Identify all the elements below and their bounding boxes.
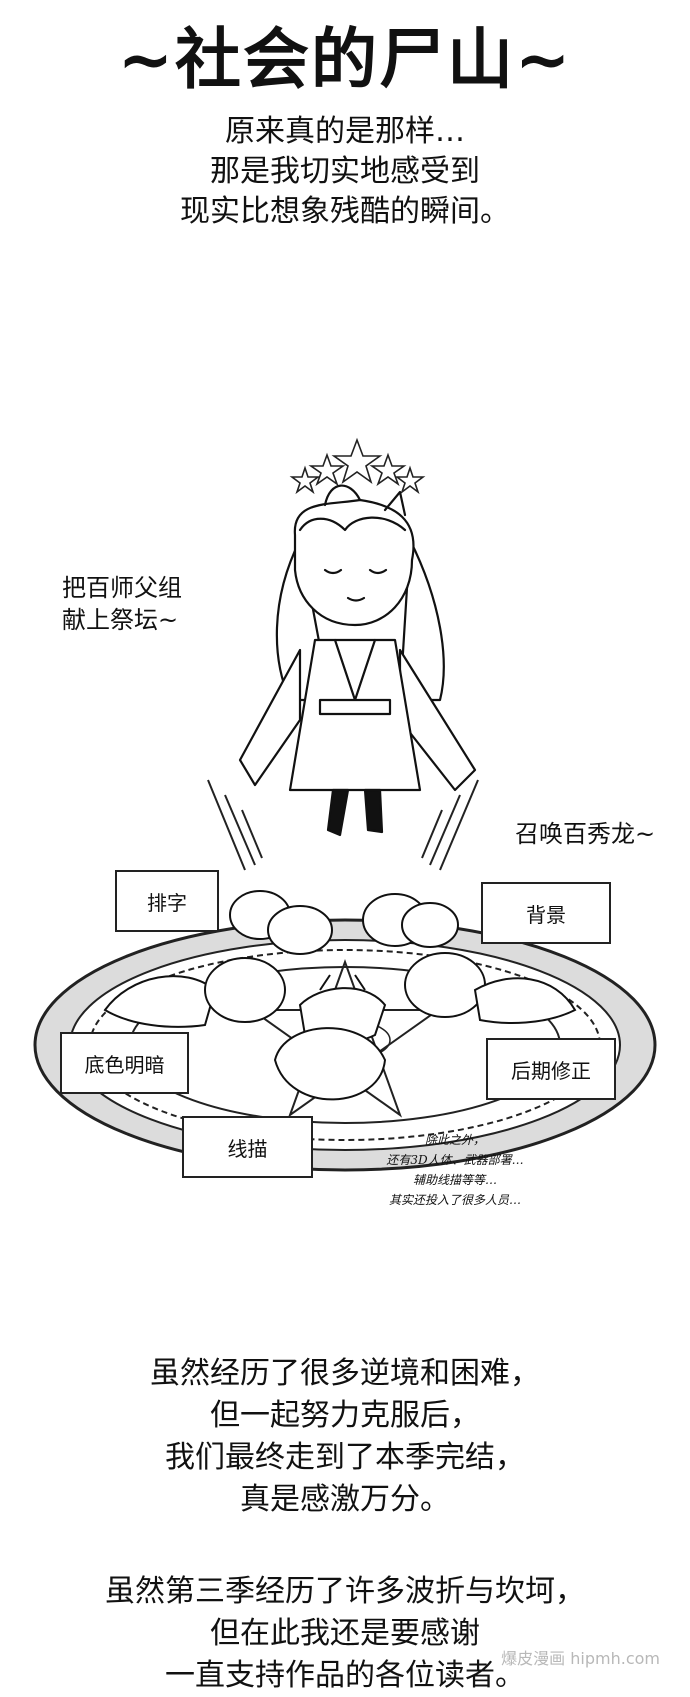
- intro-text: 原来真的是那样… 那是我切实地感受到 现实比想象残酷的瞬间。: [0, 112, 690, 232]
- speech-right: 召唤百秀龙~: [515, 820, 656, 848]
- outro-line: 我们最终走到了本季完结，: [165, 1440, 525, 1475]
- intro-line: 原来真的是那样…: [225, 114, 465, 149]
- outro-line: 但一起努力克服后，: [210, 1398, 480, 1433]
- motion-lines: [207, 779, 479, 871]
- intro-line: 现实比想象残酷的瞬间。: [180, 194, 510, 229]
- outro-line: 真是感激万分。: [240, 1482, 450, 1517]
- collapsed-bodies: [103, 890, 577, 1101]
- floating-character: [238, 484, 477, 837]
- outro2-line: 虽然第三季经历了许多波折与坎坷，: [105, 1574, 585, 1609]
- small-note-line: 辅助线描等等…: [412, 1173, 497, 1187]
- small-note-line: 其实还投入了很多人员…: [388, 1193, 521, 1207]
- speech-left-line: 把百师父组: [62, 574, 182, 602]
- watermark: 爆皮漫画 hipmh.com: [501, 1649, 660, 1668]
- small-note-line: 还有3D人体、武器部署…: [386, 1153, 524, 1167]
- label-base-color: 底色明暗: [60, 1032, 189, 1094]
- label-background: 背景: [481, 882, 611, 944]
- label-post-correction: 后期修正: [486, 1038, 616, 1100]
- speech-left-line: 献上祭坛~: [62, 606, 179, 634]
- small-note: 除此之外， 还有3D人体、武器部署… 辅助线描等等… 其实还投入了很多人员…: [350, 1130, 560, 1210]
- intro-line: 那是我切实地感受到: [210, 154, 480, 189]
- outro-line: 虽然经历了很多逆境和困难，: [150, 1356, 540, 1391]
- label-typesetting: 排字: [115, 870, 219, 932]
- speech-left: 把百师父组 献上祭坛~: [62, 572, 182, 636]
- small-note-line: 除此之外，: [424, 1133, 485, 1147]
- stars-decoration: [289, 437, 426, 495]
- outro2-line: 但在此我还是要感谢: [210, 1616, 480, 1651]
- paragraph-gap: [0, 1521, 690, 1571]
- page-title: ~社会的尸山~: [117, 21, 573, 98]
- label-line-art: 线描: [182, 1116, 313, 1178]
